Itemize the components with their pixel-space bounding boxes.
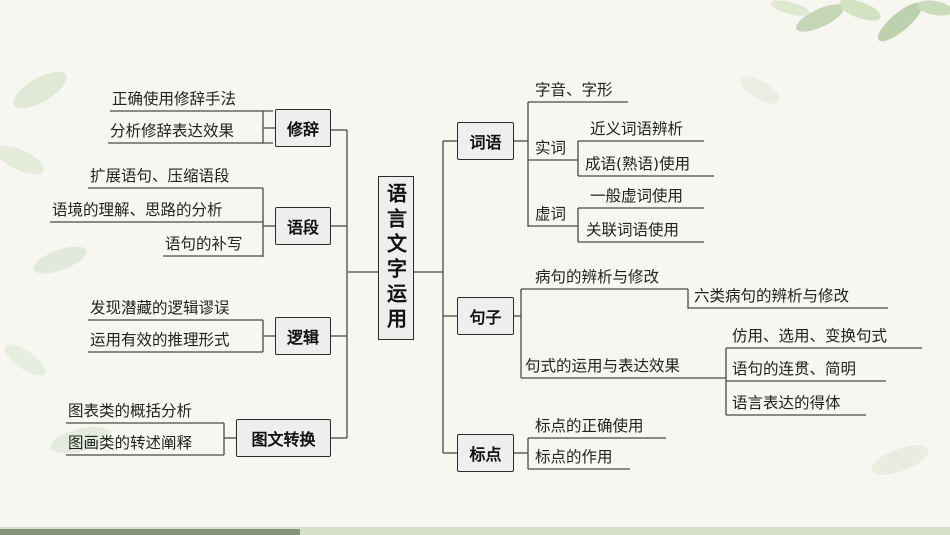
node-words: 词语 [457, 122, 514, 160]
leaf-function-words-usage: 一般虚词使用 [590, 187, 684, 205]
node-graphic-text-conversion: 图文转换 [236, 419, 331, 457]
leaf-rhetoric-1: 正确使用修辞手法 [112, 90, 237, 108]
node-logic: 逻辑 [275, 317, 331, 355]
leaf-decoration-left-icon [0, 71, 929, 475]
leaf-decoration-top-right-icon [770, 0, 950, 42]
leaf-paragraph-3: 语句的补写 [165, 235, 243, 253]
label-sentence-patterns: 句式的运用与表达效果 [525, 357, 681, 375]
leaf-paragraph-2: 语境的理解、思路的分析 [52, 201, 223, 219]
leaf-rhetoric-2: 分析修辞表达效果 [110, 122, 235, 140]
node-sentences: 句子 [457, 297, 514, 335]
node-paragraph: 语段 [275, 207, 331, 245]
leaf-appropriateness: 语言表达的得体 [732, 394, 841, 412]
leaf-six-faulty-types: 六类病句的辨析与修改 [694, 287, 850, 305]
label-content-words: 实词 [535, 139, 567, 157]
connector-lines [50, 101, 922, 470]
root-node: 语言文字运用 [378, 176, 414, 340]
leaf-words-pronunciation: 字音、字形 [535, 81, 613, 99]
leaf-logic-2: 运用有效的推理形式 [90, 331, 230, 349]
node-rhetoric: 修辞 [275, 109, 331, 147]
leaf-coherence: 语句的连贯、简明 [732, 360, 857, 378]
leaf-synonyms: 近义词语辨析 [590, 120, 684, 138]
leaf-conjunctions: 关联词语使用 [586, 221, 680, 239]
leaf-paragraph-1: 扩展语句、压缩语段 [90, 167, 230, 185]
label-faulty-sentences: 病句的辨析与修改 [535, 268, 660, 286]
leaf-conversion-2: 图画类的转述阐释 [68, 434, 193, 452]
leaf-border-bottom-icon [0, 527, 950, 535]
label-function-words: 虚词 [535, 205, 567, 223]
leaf-sentence-imitation: 仿用、选用、变换句式 [732, 327, 888, 345]
leaf-logic-1: 发现潜藏的逻辑谬误 [90, 299, 230, 317]
leaf-punctuation-function: 标点的作用 [535, 448, 613, 466]
leaf-idioms: 成语(熟语)使用 [585, 155, 691, 173]
leaf-conversion-1: 图表类的概括分析 [68, 402, 193, 420]
leaf-punctuation-correct: 标点的正确使用 [535, 417, 644, 435]
node-punctuation: 标点 [457, 434, 514, 472]
